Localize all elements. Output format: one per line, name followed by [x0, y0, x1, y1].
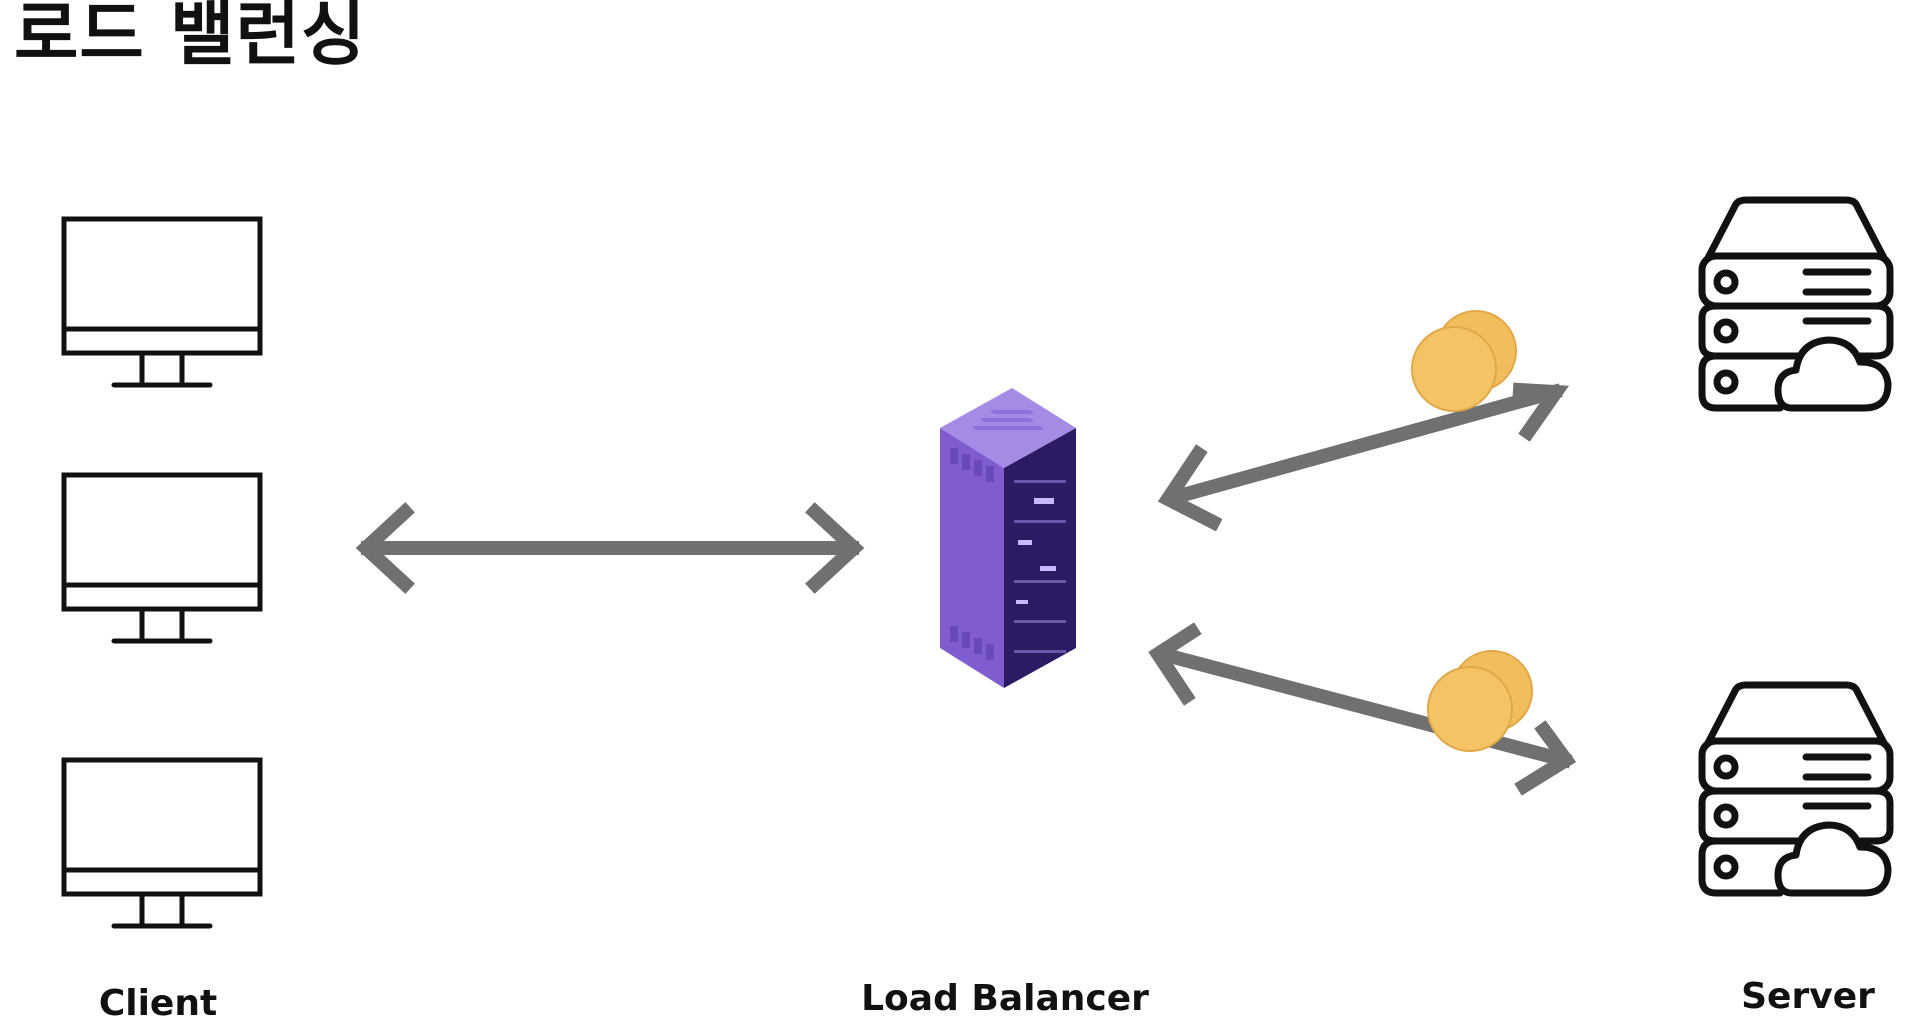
- server-rack-icon: [940, 388, 1076, 688]
- balancer-server-top-arrow: [1157, 382, 1569, 532]
- cloud-server-icon: [1702, 685, 1890, 893]
- client-monitor-icon: [64, 219, 260, 385]
- coin-icon: [1411, 310, 1517, 412]
- client-monitor-icon: [64, 760, 260, 926]
- client-balancer-arrow: [355, 502, 865, 594]
- server-label: Server: [1741, 976, 1875, 1017]
- page-title: 로드 밸런싱: [14, 0, 367, 75]
- cloud-server-icon: [1702, 200, 1890, 408]
- load-balancer-label: Load Balancer: [861, 978, 1149, 1019]
- client-monitor-icon: [64, 475, 260, 641]
- coin-icon: [1427, 650, 1533, 752]
- client-label: Client: [99, 983, 217, 1024]
